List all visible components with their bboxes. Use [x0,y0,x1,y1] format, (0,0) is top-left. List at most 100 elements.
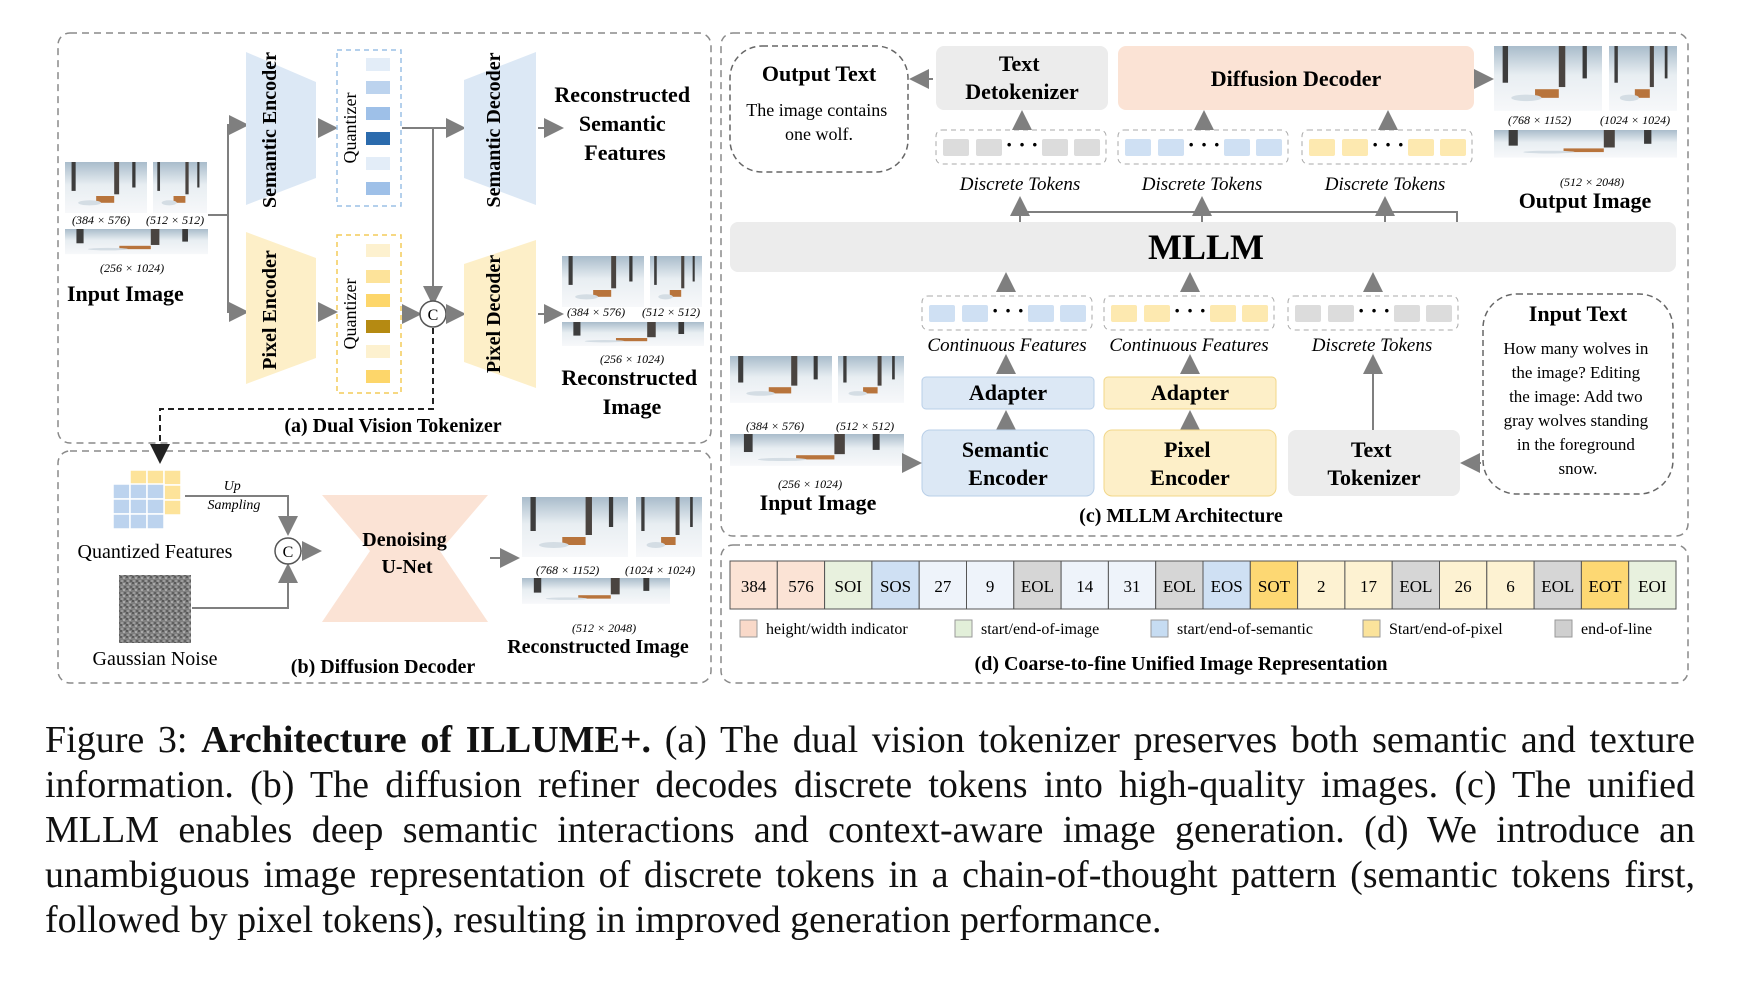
legend-swatch [1150,619,1169,638]
token-label: SOI [835,577,863,596]
input-text-body: How many wolves in the image? Editing th… [1503,339,1652,478]
output-text-bubble [729,45,909,173]
svg-text:· · ·: · · · [1187,132,1220,157]
token-cell [1297,560,1346,610]
legend-label: start/end-of-semantic [1177,621,1313,638]
semantic-codebook [366,58,390,195]
input-image-thumbs [730,356,904,466]
text-tokenizer-label: Text Tokenizer [1327,437,1421,490]
token-cell [1391,560,1440,610]
size-label: (512 × 512) [642,305,700,319]
panel-b: Up Sampling Quantized Features Gaussian … [78,469,702,678]
token-cell [1533,560,1582,610]
recon-image-thumbs [522,497,702,604]
size-label: (384 × 576) [567,305,625,319]
quantizer-label: Quantizer [340,279,360,350]
size-label: (512 × 512) [146,213,204,227]
legend-swatch [1554,619,1573,638]
token-label: EOL [1163,577,1196,596]
svg-text:· · ·: · · · [1357,298,1390,323]
token-label: 576 [788,577,814,596]
token-label: 17 [1360,577,1378,596]
panel-a-border [57,32,712,444]
panel-c-border [720,32,1689,537]
pixel-encoder-label: Pixel Encoder [1150,437,1230,490]
token-cell [966,560,1015,610]
input-text-bubble [1482,293,1674,495]
size-label: (1024 × 1024) [625,563,695,577]
token-cell [1249,560,1299,610]
output-image-thumbs [1494,46,1677,158]
panel-c: Output Text The image contains one wolf.… [729,45,1677,527]
text-tokenizer-box [1288,430,1460,496]
legend-swatch [1362,619,1381,638]
legend-label: Start/end-of-pixel [1389,621,1503,638]
semantic-encoder-label: Semantic Encoder [259,52,281,208]
panel-c-title: (c) MLLM Architecture [1079,505,1283,527]
token-label: SOS [880,577,911,596]
size-label: (1024 × 1024) [1600,113,1670,127]
svg-text:· · ·: · · · [1371,132,1404,157]
token-cell [1013,560,1062,610]
token-label: EOT [1589,577,1623,596]
size-label: (512 × 2048) [1560,175,1624,189]
semantic-decoder [464,52,536,205]
input-image-thumbs [65,162,208,255]
figure-caption: Figure 3: Architecture of ILLUME+. (a) T… [45,718,1695,943]
discrete-tokens-label: Discrete Tokens [1324,174,1446,195]
input-image-label: Input Image [760,490,877,515]
discrete-tokens-label: Discrete Tokens [1311,335,1433,356]
pixel-decoder-label: Pixel Decoder [483,255,505,373]
gaussian-noise-image [119,575,191,643]
output-text-title: Output Text [762,61,877,86]
token-label: 384 [741,577,767,596]
token-label: EOL [1021,577,1054,596]
output-text-body: The image contains one wolf. [746,100,891,144]
token-label: EOL [1399,577,1432,596]
size-label: (768 × 1152) [536,563,599,577]
pixel-encoder-box [1103,429,1277,497]
semantic-quantizer [336,49,402,207]
mllm-label: MLLM [1148,227,1264,267]
adapter-label: Adapter [1151,380,1229,405]
token-label: 6 [1506,577,1515,596]
adapter-label: Adapter [969,380,1047,405]
token-label: 26 [1455,577,1472,596]
gaussian-noise-label: Gaussian Noise [93,648,218,670]
legend-label: height/width indicator [766,621,908,638]
denoising-label: Denoising U-Net [362,529,451,578]
discrete-tokens-label: Discrete Tokens [1141,174,1263,195]
pixel-adapter [1103,376,1277,410]
token-label: 9 [986,577,995,596]
size-label: (384 × 576) [746,419,804,433]
token-cell [871,560,920,610]
svg-text:· · ·: · · · [991,298,1024,323]
recon-image-label: Reconstructed Image [507,636,689,658]
semantic-adapter [921,376,1095,410]
token-cell [1202,560,1251,610]
token-cell [729,560,778,610]
pixel-codebook [366,244,390,383]
token-label: EOI [1638,577,1667,596]
svg-text:· · ·: · · · [1173,298,1206,323]
pixel-decoder [464,240,536,388]
token-label: SOT [1258,577,1291,596]
output-image-label: Output Image [1519,188,1652,213]
token-cell [918,560,968,610]
recon-image-thumbs [562,256,704,346]
token-cell [1107,560,1157,610]
svg-text:· · ·: · · · [1005,132,1038,157]
diffusion-decoder-label: Diffusion Decoder [1211,66,1382,91]
size-label: (256 × 1024) [600,352,664,366]
text-detokenizer-label: Text Detokenizer [965,51,1079,104]
legend-swatch [954,619,973,638]
input-image-label: Input Image [67,281,184,306]
continuous-features-label: Continuous Features [927,335,1086,356]
legend-swatch [739,619,758,638]
recon-image-label: Reconstructed Image [561,365,702,419]
caption-prefix: Figure 3: [45,719,202,761]
